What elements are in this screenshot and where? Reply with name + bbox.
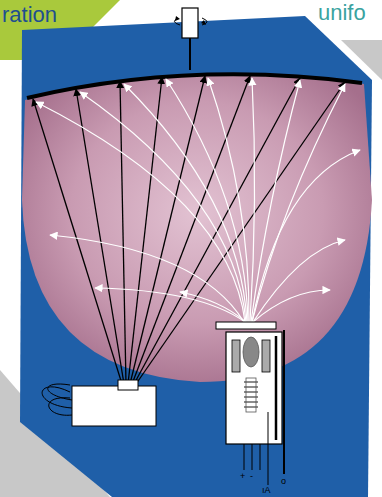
pin-label: + [240,472,245,481]
pin-label: ıA [262,486,271,495]
pin-label: - [250,472,253,481]
banner-text: ration [2,4,57,26]
electrode [262,340,270,372]
pins [244,330,284,485]
shaft [189,38,191,70]
voltage-source [72,386,156,426]
shaft [182,8,198,38]
emitter [243,337,259,367]
atomizer-housing [226,332,282,444]
background-panel [20,16,372,497]
pin-label: o [281,477,286,486]
spray-chamber [22,74,372,382]
field-lines [33,76,345,384]
rotation-arrow [175,16,206,25]
electrode [232,340,240,372]
ground-lead [275,336,278,440]
wires [42,384,72,415]
extractor-plate [216,322,276,329]
spray-lines [36,78,360,322]
coil [246,378,256,412]
banner-text: unifo [318,2,366,24]
electrode [118,380,138,390]
